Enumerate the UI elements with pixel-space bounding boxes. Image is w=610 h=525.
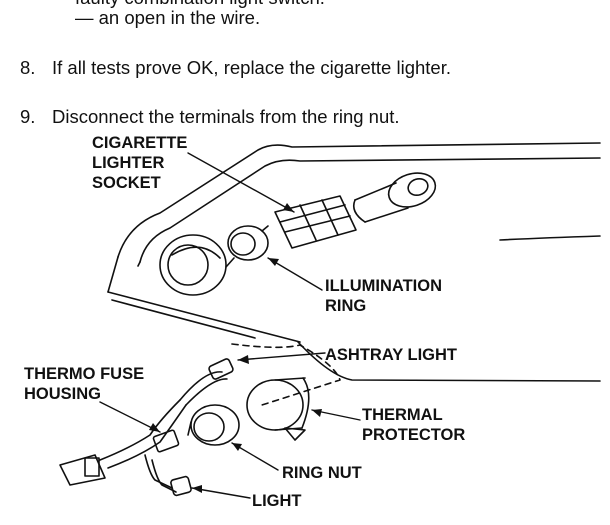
label-cigarette-lighter-socket: CIGARETTE LIGHTER SOCKET <box>92 134 188 192</box>
wire-harness <box>59 358 234 497</box>
step-8: 8. If all tests prove OK, replace the cig… <box>20 57 451 79</box>
lighter-plug <box>352 172 437 223</box>
thermal-protector <box>246 377 310 441</box>
step-9-number: 9. <box>20 106 36 127</box>
label-illumination-ring: ILLUMINATION RING <box>325 277 443 315</box>
step-9-text: Disconnect the terminals from the ring n… <box>52 106 400 127</box>
ring-nut <box>187 404 240 446</box>
leader-lines <box>99 152 361 499</box>
label-ring-nut: RING NUT <box>282 464 362 482</box>
label-ashtray-light: ASHTRAY LIGHT <box>325 346 458 364</box>
step-9: 9. Disconnect the terminals from the ring… <box>20 106 400 128</box>
lighter-socket <box>274 195 357 249</box>
step-8-number: 8. <box>20 57 36 78</box>
dashboard-panel <box>107 142 601 382</box>
step-8-text: If all tests prove OK, replace the cigar… <box>52 57 451 78</box>
previous-cause-line: faulty combination light switch. <box>75 0 325 9</box>
label-light: LIGHT <box>252 492 302 510</box>
ashtray-light-path <box>231 343 341 406</box>
label-thermal-protector: THERMAL PROTECTOR <box>362 406 466 444</box>
illumination-ring <box>225 225 269 268</box>
open-wire-line: — an open in the wire. <box>75 7 261 28</box>
panel-opening <box>159 234 227 296</box>
arrowheads <box>149 203 322 493</box>
label-thermo-fuse-housing: THERMO FUSE HOUSING <box>24 365 145 403</box>
